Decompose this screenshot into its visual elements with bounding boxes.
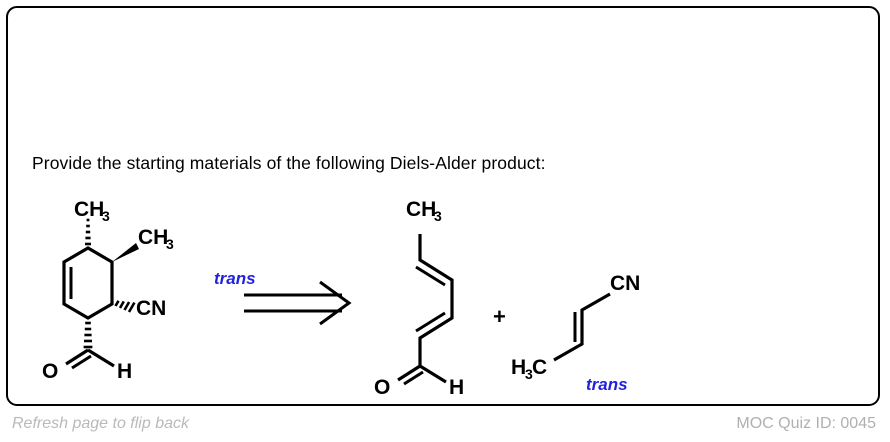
diene-methyl-label: CH xyxy=(406,198,436,221)
arrow-head xyxy=(319,280,352,326)
dienophile-methyl-c: C xyxy=(532,356,547,379)
methyl-top-label: CH xyxy=(74,198,104,221)
aldehyde-hydrogen-label: H xyxy=(117,360,132,383)
methyl-top-sub: 3 xyxy=(102,208,110,224)
dienophile-methyl-h: H xyxy=(511,356,526,379)
plus-sign: + xyxy=(493,304,506,329)
dienophile-nitrile-label: CN xyxy=(610,272,640,295)
diene-methyl-sub: 3 xyxy=(434,208,442,224)
diene-double-bond-2-inner xyxy=(415,311,446,333)
carbonyl-bond-outer xyxy=(65,348,89,366)
methyl-right-label: CH xyxy=(138,226,168,249)
quiz-id-label: MOC Quiz ID: 0045 xyxy=(736,415,876,432)
diene-aldehyde-ch-bond xyxy=(419,364,447,384)
diene-structure: CH 3 O H xyxy=(374,198,464,399)
reaction-scheme: CH 3 CH 3 CN xyxy=(42,198,640,399)
diene-carbonyl-outer xyxy=(397,364,421,382)
dienophile-chain xyxy=(553,292,611,362)
nitrile-hash-wedge xyxy=(114,300,136,313)
dienophile-methyl-sub: 3 xyxy=(525,366,533,382)
quiz-card: Provide the starting materials of the fo… xyxy=(6,6,880,406)
question-prompt: Provide the starting materials of the fo… xyxy=(32,153,546,173)
card-footer: Refresh page to flip back MOC Quiz ID: 0… xyxy=(0,410,890,442)
cyclohexene-ring xyxy=(62,246,114,320)
aldehyde-ch-bond xyxy=(87,348,115,368)
diene-oxygen-label: O xyxy=(374,376,390,399)
diene-chain xyxy=(418,234,454,366)
methyl-right-bold-wedge xyxy=(112,243,139,262)
methyl-top-hash-wedge xyxy=(85,218,91,246)
arrow-trans-label: trans xyxy=(214,269,256,288)
diene-carbonyl-inner xyxy=(403,370,424,386)
refresh-hint: Refresh page to flip back xyxy=(12,415,189,432)
carbonyl-bond-inner xyxy=(71,354,92,370)
aldehyde-oxygen-label: O xyxy=(42,360,58,383)
retrosynthesis-arrow: trans xyxy=(214,269,352,326)
product-structure: CH 3 CH 3 CN xyxy=(42,198,174,383)
dienophile-trans-label: trans xyxy=(586,375,628,394)
diene-double-bond-1-inner xyxy=(415,265,446,287)
dienophile-structure: H 3 C CN trans xyxy=(511,272,640,394)
aldehyde-hash-wedge xyxy=(83,321,93,349)
methyl-right-sub: 3 xyxy=(166,236,174,252)
nitrile-label: CN xyxy=(136,297,166,320)
diene-hydrogen-label: H xyxy=(449,376,464,399)
